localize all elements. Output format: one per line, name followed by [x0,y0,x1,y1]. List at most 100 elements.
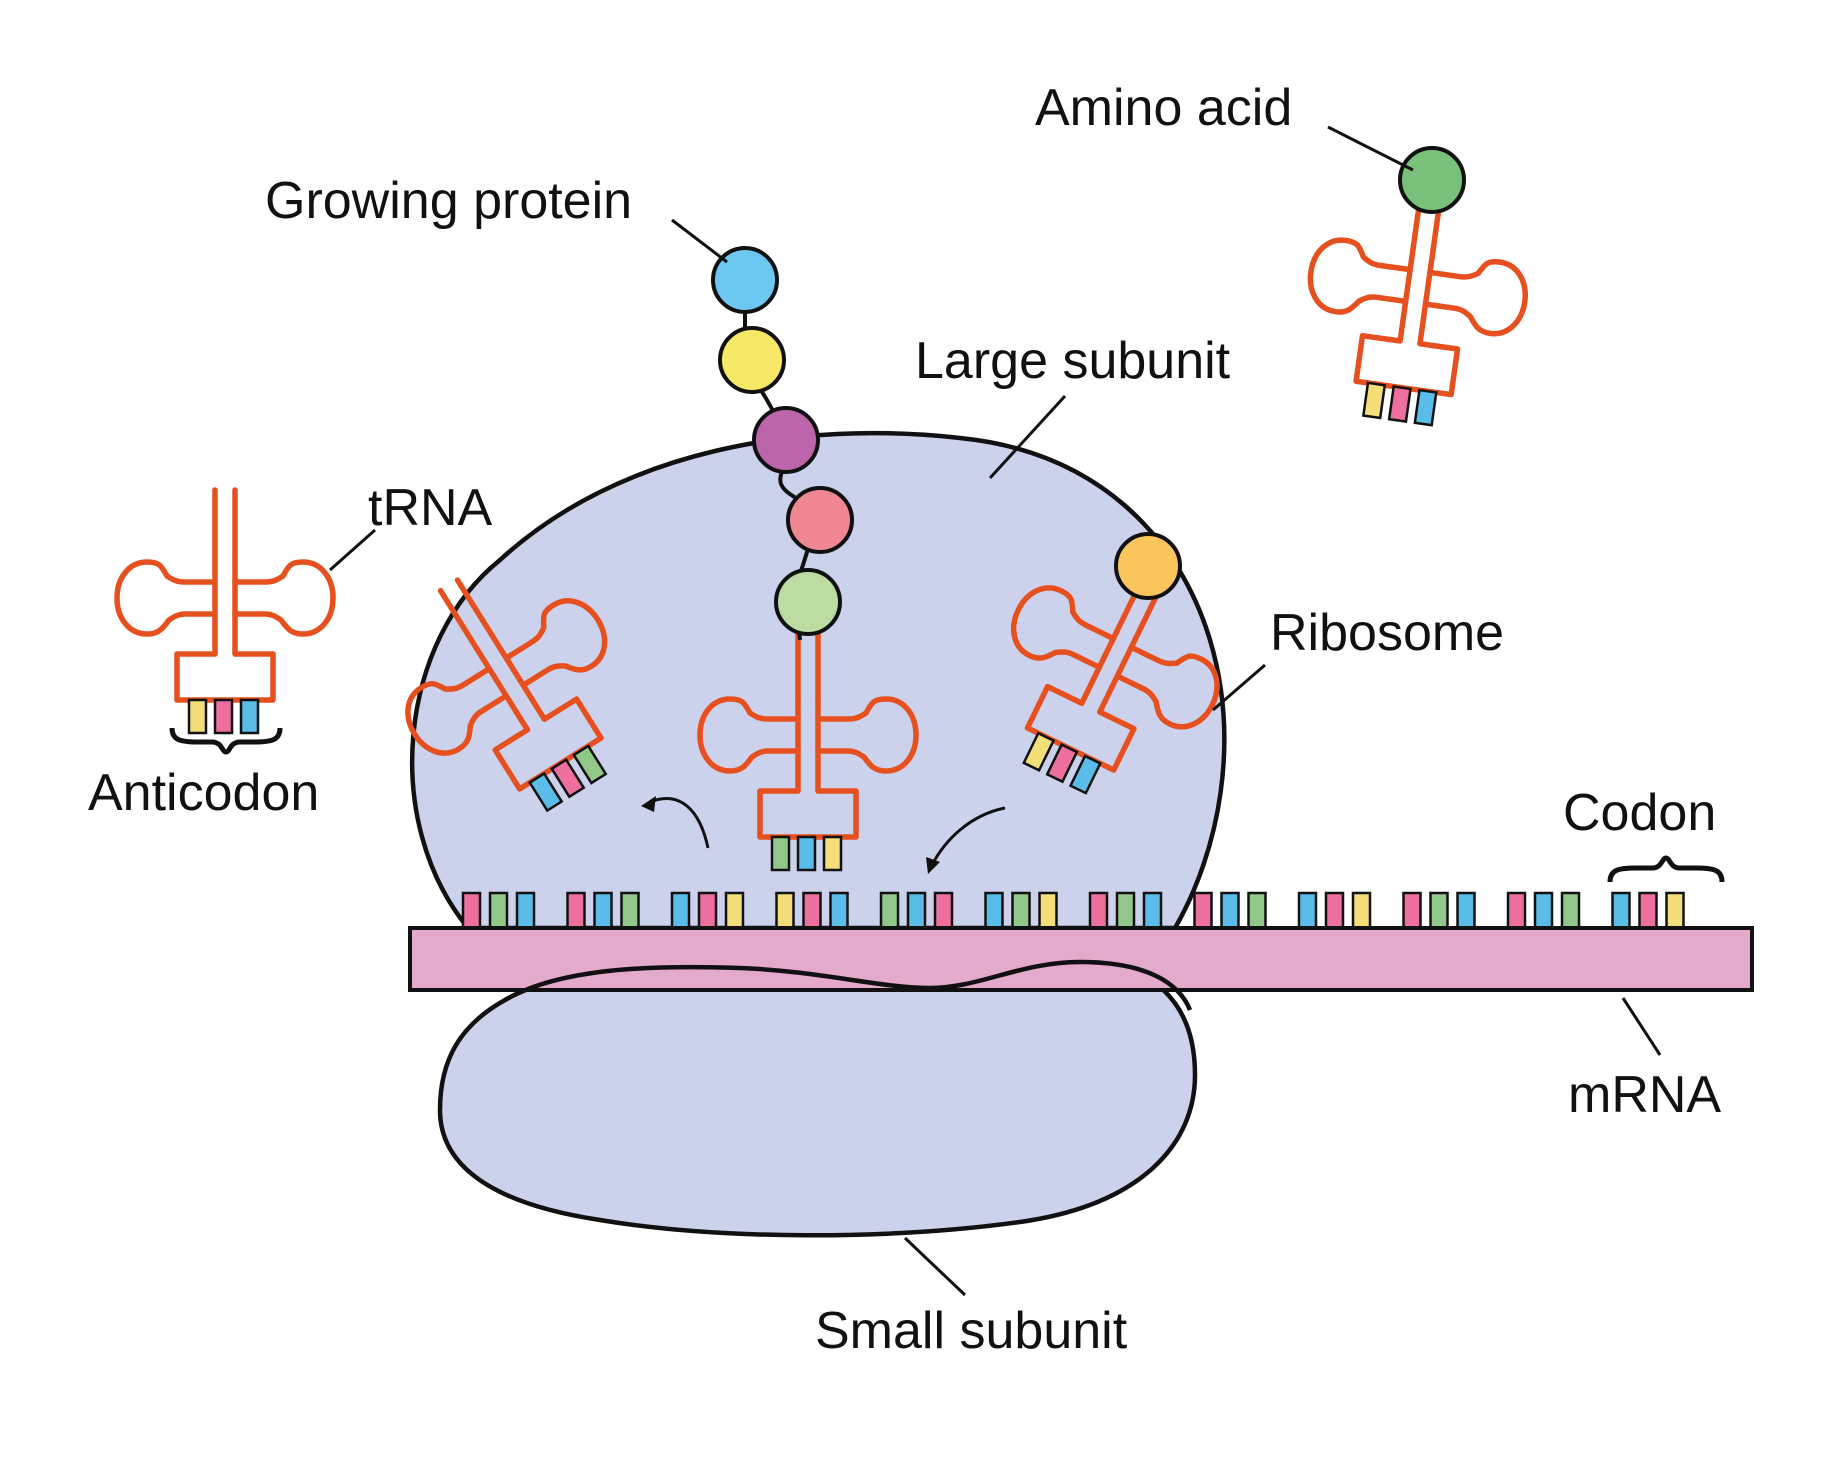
anticodon-base [187,698,208,735]
codon-base [802,891,822,930]
codon-base [1611,891,1631,930]
amino-acid-label: Amino acid [1035,79,1292,137]
codon-base [1247,891,1267,930]
codon [879,891,954,930]
codon-base [1456,891,1476,930]
small-subunit-label: Small subunit [815,1302,1128,1360]
incoming-amino-acid [1114,532,1182,600]
anticodon-base [1068,754,1102,795]
growing-protein-leader [671,218,728,264]
mrna-leader [1621,997,1662,1056]
codon-base [984,891,1004,930]
amino-acid-bead [774,568,842,636]
codon [1297,891,1372,930]
codon-base [1665,891,1685,930]
trna-free-left [117,490,333,735]
growing-protein-label: Growing protein [265,172,632,230]
codon-base [620,891,640,930]
trna-leader [329,528,376,572]
trna-ribosome-center [700,627,916,872]
codon-base [1324,891,1345,930]
codon-base [1115,891,1136,930]
codon [775,891,849,930]
large-subunit-label: Large subunit [915,332,1231,390]
codon-base [461,891,482,930]
anticodon-base [213,698,234,735]
codon-base [829,891,849,930]
anticodon-base [1387,385,1412,423]
free-amino-acid [1398,146,1466,214]
codon-brace [1607,855,1725,883]
codon-base [670,891,691,930]
trna-label: tRNA [368,479,493,537]
codon [1088,891,1163,930]
anticodon-base [796,835,817,872]
trna-free-top-right [1292,165,1540,427]
small-subunit-leader [903,1236,967,1297]
codon [1506,891,1581,930]
mrna-label: mRNA [1568,1066,1721,1124]
amino-acid-bead [786,486,854,554]
exit-arrow-head [641,796,656,812]
anticodon-base [528,771,564,813]
codon-base [933,891,954,930]
codon-base [1088,891,1109,930]
codon-base [906,891,927,930]
amino-acid-bead [718,326,786,394]
anticodon-base [1022,731,1056,772]
codon-base [1506,891,1527,930]
anticodon-base [770,835,791,872]
codon-base [593,891,613,930]
anticodon-base [239,698,260,735]
anticodon-label: Anticodon [88,764,319,822]
anticodon-base [1361,381,1387,420]
amino-acid-bead [752,406,820,474]
codon-base [1193,891,1213,930]
anticodon-base [572,744,608,785]
small-subunit-top-edge [503,959,1193,1011]
codon-base [724,891,745,930]
codon-base [1533,891,1554,930]
codon [1402,891,1476,930]
anticodon-base [1413,388,1438,427]
trna-ribosome-left [357,528,669,849]
codon [461,891,536,930]
amino-acid-leader [1327,125,1414,172]
entry-arrow-head [926,857,940,874]
codon-base [1038,891,1058,930]
codon-base [515,891,536,930]
codon-base [1429,891,1449,930]
anticodon-base [822,835,843,872]
leader-lines [329,125,1662,1297]
codon-base [1220,891,1240,930]
entry-arrow [930,806,1006,866]
anticodon-brace [169,727,283,755]
codon-base [1638,891,1658,930]
small-subunit-shape [437,959,1198,1238]
ribosome-leader [1212,663,1266,712]
codon-base [1011,891,1031,930]
ribosome-label: Ribosome [1270,604,1504,662]
codon-base [488,891,509,930]
trna-molecules [117,165,1540,872]
mrna-strand [408,926,1754,992]
trna-ribosome-right [959,513,1260,826]
codon-base [697,891,718,930]
codon [566,891,640,930]
codon [670,891,745,930]
anticodon-base [550,758,586,799]
codon [984,891,1058,930]
codon-base [1297,891,1318,930]
codon-base [1560,891,1581,930]
growing-protein-chain [711,146,1466,636]
codon-base [1351,891,1372,930]
codon-label: Codon [1563,784,1716,842]
anticodon-base [1045,742,1079,784]
codon-base [775,891,795,930]
amino-acid-bead [711,246,779,314]
codon [1193,891,1267,930]
codon-base [879,891,900,930]
codon [1611,891,1685,930]
